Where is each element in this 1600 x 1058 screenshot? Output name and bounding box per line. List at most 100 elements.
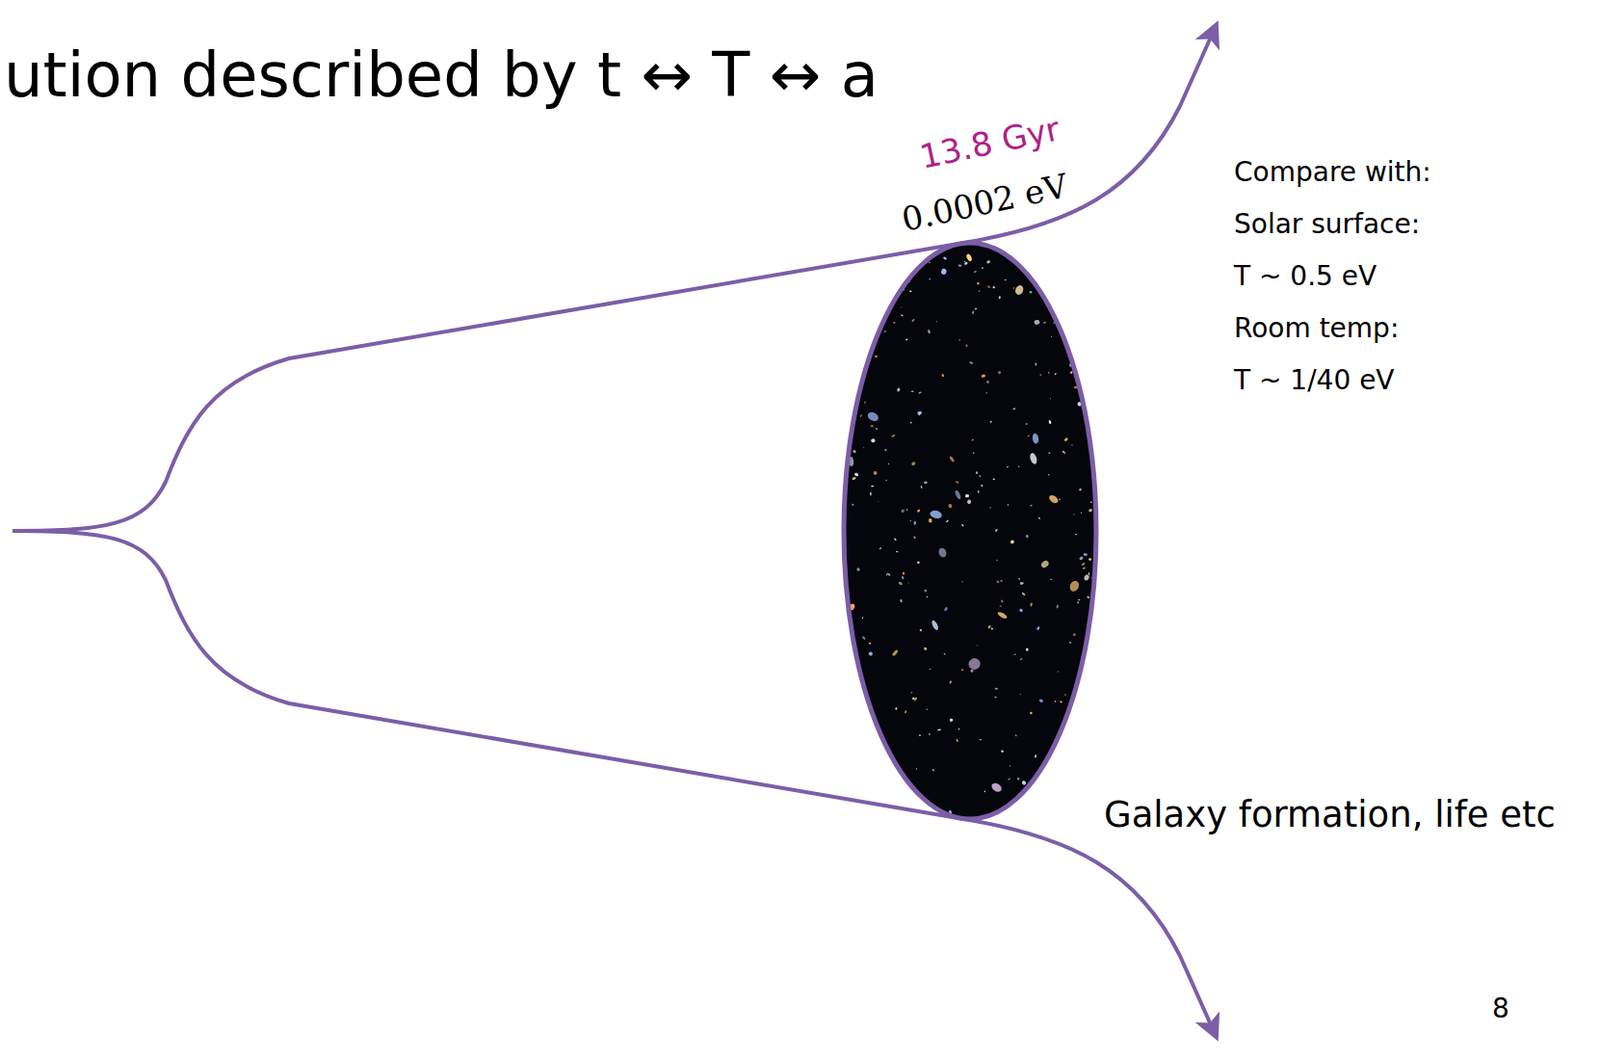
galaxy-dot — [1061, 450, 1065, 454]
galaxy-dot — [965, 494, 971, 499]
galaxy-dot — [998, 295, 1001, 299]
galaxy-dot — [1063, 437, 1069, 443]
galaxy-dot — [928, 733, 931, 736]
galaxy-dot — [1048, 419, 1052, 425]
galaxy-dot — [1003, 242, 1007, 247]
galaxy-dot — [961, 523, 965, 526]
galaxy-dot — [925, 595, 928, 598]
galaxy-dot — [851, 657, 855, 661]
galaxy-dot — [1039, 373, 1042, 376]
galaxy-dot — [1017, 465, 1020, 468]
galaxy-dot — [923, 480, 928, 484]
galaxy-dot — [900, 306, 902, 309]
galaxy-dot — [943, 652, 945, 656]
galaxy-dot — [980, 373, 986, 378]
galaxy-dot — [1075, 262, 1079, 265]
galaxy-dot — [874, 355, 877, 359]
galaxy-dot — [923, 646, 928, 651]
galaxy-dot — [1075, 736, 1078, 739]
galaxy-dot — [1036, 626, 1041, 630]
galaxy-dot — [971, 310, 974, 315]
galaxy-dot — [1037, 516, 1041, 520]
temperature-label: 0.0002 eV — [897, 165, 1071, 239]
galaxy-dot — [1041, 247, 1045, 252]
galaxy-dot — [996, 579, 999, 583]
galaxy-dot — [1030, 267, 1033, 272]
galaxy-dot — [930, 619, 940, 631]
galaxy-dot — [1088, 786, 1096, 793]
galaxy-dot — [1048, 493, 1060, 505]
galaxy-dot — [1058, 498, 1061, 499]
galaxy-dot — [867, 323, 869, 326]
galaxy-dot — [928, 518, 933, 524]
galaxy-dot — [892, 321, 896, 324]
galaxy-dot — [843, 808, 846, 810]
galaxy-dot — [1086, 595, 1091, 600]
galaxy-dot — [896, 387, 901, 393]
galaxy-dot — [851, 502, 855, 506]
galaxy-dot — [989, 506, 992, 509]
galaxy-dot — [985, 379, 990, 384]
compare-note: T ~ 1/40 eV — [1233, 364, 1395, 397]
galaxy-dot — [976, 490, 980, 494]
galaxy-dot — [852, 309, 857, 315]
galaxy-dot — [966, 498, 971, 505]
galaxy-dot — [1007, 777, 1012, 781]
galaxy-dot — [999, 579, 1003, 582]
galaxy-dot — [900, 508, 906, 514]
galaxy-dot — [1018, 577, 1022, 581]
galaxy-dot — [1086, 290, 1090, 295]
galaxy-dot — [1014, 734, 1018, 737]
galaxy-dot — [1091, 361, 1095, 365]
galaxy-dot — [1020, 581, 1024, 585]
galaxy-dot — [948, 680, 952, 684]
galaxy-dot — [869, 424, 874, 428]
galaxy-dot — [937, 728, 942, 731]
galaxy-dot — [1008, 764, 1011, 767]
galaxy-dot — [843, 419, 848, 425]
galaxy-dot — [1092, 773, 1098, 779]
galaxy-dot — [870, 485, 874, 488]
galaxy-dot — [917, 411, 921, 417]
galaxy-dot — [949, 719, 952, 722]
galaxy-dot — [1077, 599, 1081, 602]
galaxy-dot — [995, 527, 998, 532]
galaxy-dot — [1066, 743, 1071, 747]
galaxy-dot — [857, 284, 860, 287]
galaxy-dot — [895, 550, 898, 553]
galaxy-dot — [1091, 412, 1094, 415]
galaxy-dot — [868, 746, 872, 749]
galaxy-dot — [1078, 555, 1084, 561]
galaxy-dot — [1075, 533, 1077, 536]
galaxy-dot — [943, 605, 948, 611]
galaxy-dot — [993, 477, 996, 480]
galaxy-dot — [1049, 397, 1052, 400]
galaxy-dot — [977, 289, 980, 292]
galaxy-dot — [863, 446, 865, 448]
galaxy-dot — [967, 655, 983, 672]
galaxy-dot — [847, 285, 851, 289]
compare-note: Compare with: — [1233, 156, 1432, 189]
galaxy-dot — [1064, 693, 1068, 696]
galaxy-dot — [1064, 802, 1067, 805]
galaxy-dot — [897, 580, 903, 586]
galaxy-dot — [1068, 578, 1081, 593]
galaxy-dot — [851, 751, 854, 754]
galaxy-dot — [914, 797, 919, 802]
galaxy-dot — [1088, 371, 1091, 375]
galaxy-dot — [936, 320, 939, 323]
galaxy-dot — [1057, 242, 1060, 245]
galaxy-dot — [865, 721, 871, 725]
galaxy-dot — [1004, 279, 1007, 282]
galaxy-dot — [965, 343, 969, 347]
galaxy-dot — [899, 782, 904, 787]
galaxy-dot — [887, 463, 890, 466]
galaxy-dot — [1080, 511, 1083, 514]
galaxy-dot — [1033, 318, 1041, 325]
galaxy-dot — [928, 813, 934, 817]
galaxy-dot — [1071, 444, 1074, 446]
galaxy-dot — [867, 651, 873, 656]
galaxy-dot — [1092, 396, 1098, 402]
galaxy-dot — [1020, 693, 1023, 696]
galaxy-dot — [969, 361, 974, 365]
